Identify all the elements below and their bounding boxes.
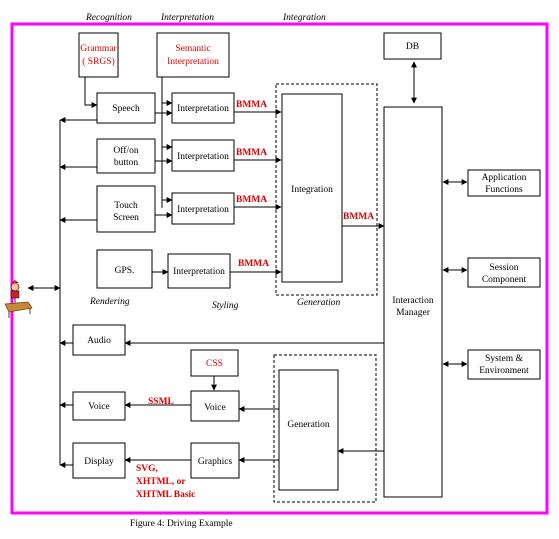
grammar-box — [78, 32, 119, 78]
header-integration: Integration — [282, 13, 326, 23]
header-rendering: Rendering — [89, 297, 130, 307]
offon-label: Off/on — [113, 145, 138, 156]
system-label-2: Environment — [479, 366, 529, 376]
interpretation-box-1 — [171, 92, 235, 124]
interpretation-label-2: Interpretation — [177, 152, 229, 162]
graphics-label: Graphics — [198, 457, 233, 467]
generation-region — [273, 354, 377, 503]
voice-style-label: Voice — [204, 403, 225, 413]
ssml-label: SSML — [148, 397, 174, 407]
grammar-label: Grammar — [80, 44, 117, 54]
header-styling: Styling — [212, 301, 239, 311]
semantic-label: Semantic — [175, 44, 210, 54]
css-label: CSS — [206, 359, 223, 369]
interpretation-label-1: Interpretation — [177, 104, 229, 114]
session-label-2: Component — [482, 275, 527, 285]
app-label-2: Functions — [485, 185, 523, 195]
format-label-1: SVG, — [136, 464, 159, 474]
format-label-2: XHTML, or — [136, 477, 186, 487]
header-generation-top: Generation — [297, 298, 341, 308]
db-box — [383, 32, 442, 60]
integration-box — [281, 93, 343, 283]
manager-label-2: Manager — [396, 308, 431, 318]
person-at-desk-icon — [4, 280, 33, 318]
speech-label: Speech — [112, 104, 140, 114]
application-functions-box — [467, 169, 541, 197]
bmma-label-4: BMMA — [238, 259, 269, 269]
graphics-box — [190, 442, 240, 479]
session-label: Session — [489, 263, 518, 273]
db-label: DB — [406, 42, 419, 52]
system-environment-box — [467, 349, 541, 380]
system-label: System & — [485, 354, 523, 364]
interpretation-label-3: Interpretation — [177, 205, 229, 215]
gps-box — [96, 249, 153, 289]
grammar-to-speech — [84, 77, 98, 108]
semantic-interpretation-box — [156, 32, 230, 78]
touch-screen-box — [96, 185, 156, 233]
offon-button-box — [96, 138, 156, 174]
bmma-label-1: BMMA — [236, 100, 267, 110]
grammar-format: ( SRGS) — [82, 56, 114, 67]
gps-label: GPS. — [115, 266, 135, 276]
bmma-label-2: BMMA — [236, 148, 267, 158]
interaction-manager-box — [383, 106, 443, 498]
bmma-label-3: BMMA — [236, 195, 267, 205]
format-label-3: XHTML Basic — [136, 490, 195, 500]
session-component-box — [467, 257, 541, 288]
speech-box — [96, 92, 156, 124]
interpretation-box-3 — [171, 192, 235, 225]
figure-caption: Figure 4: Driving Example — [130, 519, 233, 529]
display-label: Display — [84, 457, 114, 467]
audio-label: Audio — [87, 336, 111, 346]
bmma-label-5: BMMA — [343, 212, 374, 222]
integration-label: Integration — [291, 185, 333, 195]
outer-frame — [10, 22, 549, 515]
manager-label: Interaction — [392, 296, 433, 306]
integration-region — [275, 83, 378, 296]
header-interpretation: Interpretation — [160, 13, 214, 23]
touch-label-2: Screen — [113, 213, 139, 223]
generation-box — [278, 369, 339, 491]
header-recognition: Recognition — [85, 13, 132, 23]
interpretation-box-4 — [167, 253, 231, 289]
interpretation-label-4: Interpretation — [173, 267, 225, 277]
generation-label: Generation — [287, 420, 329, 430]
semantic-label-2: Interpretation — [167, 57, 219, 67]
display-box — [72, 442, 126, 479]
touch-label: Touch — [114, 201, 138, 211]
app-label: Application — [482, 173, 527, 183]
voice-output-label: Voice — [88, 402, 109, 412]
offon-label-2: button — [114, 158, 139, 168]
interpretation-box-2 — [171, 139, 235, 172]
